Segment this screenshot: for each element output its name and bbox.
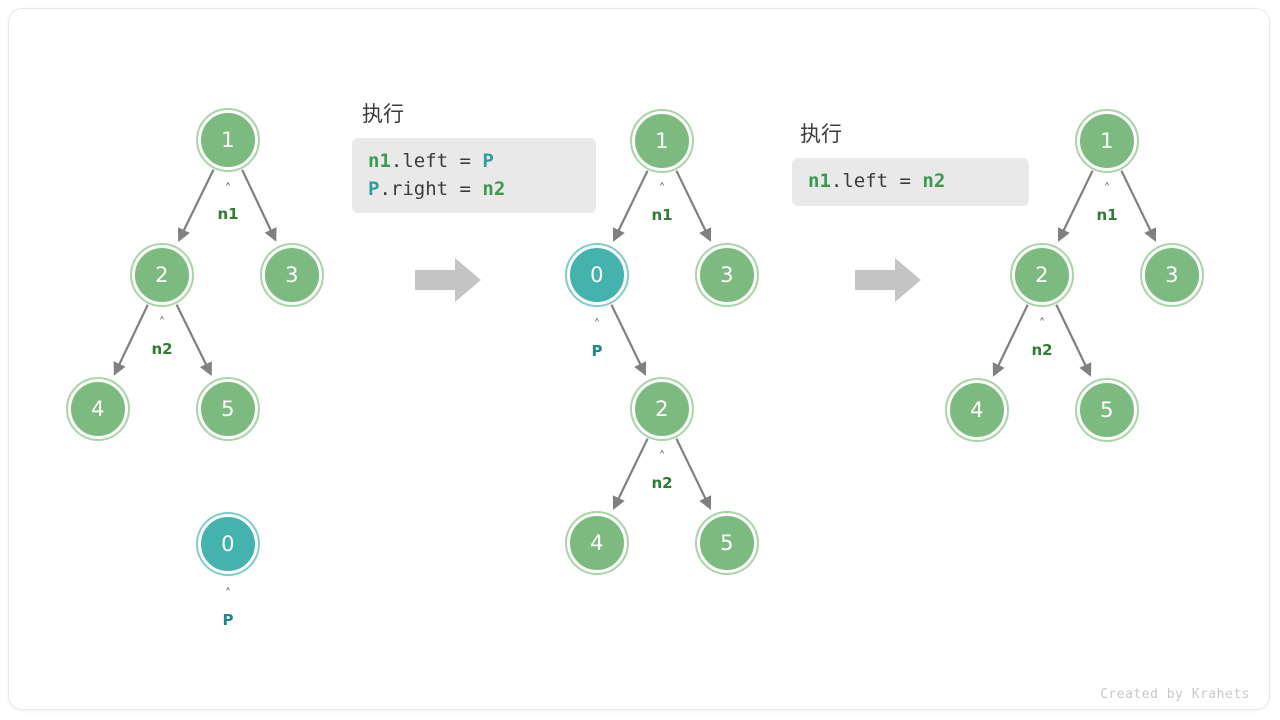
pointer-label-P: P <box>222 611 234 629</box>
tree-edge <box>1055 304 1092 377</box>
step-arrows <box>415 258 921 302</box>
tree-node-4: 4 <box>565 511 629 575</box>
step-arrow-icon <box>415 258 481 302</box>
pointer-label-P: P <box>591 342 603 360</box>
tree-node-2: 2 <box>1010 243 1074 307</box>
code-line: n1.left = n2 <box>808 168 1013 196</box>
tree-node-5: 5 <box>695 511 759 575</box>
pointer-caret-icon: ˄ <box>1038 317 1046 332</box>
pointer-label-n1: n1 <box>651 206 673 224</box>
tree-edge <box>175 304 212 376</box>
tree-edges <box>113 169 1157 510</box>
code-token: P <box>368 177 380 200</box>
tree-node-3: 3 <box>1140 243 1204 307</box>
tree-node-2: 2 <box>630 377 694 441</box>
tree-edge <box>610 304 647 376</box>
tree-edge <box>612 438 649 510</box>
tree-node-2: 2 <box>130 243 194 307</box>
tree-edge <box>675 438 712 510</box>
pointer-caret-icon: ˄ <box>158 316 166 331</box>
step-title-2: 执行 <box>800 122 842 146</box>
tree-edge <box>1057 170 1094 242</box>
code-token: .left = <box>390 150 483 172</box>
tree-edge <box>1120 170 1157 242</box>
code-token: n2 <box>922 170 946 192</box>
pointer-label-n1: n1 <box>217 205 239 223</box>
step-arrow-icon <box>855 258 921 302</box>
tree-node-4: 4 <box>66 377 130 441</box>
pointer-caret-icon: ˄ <box>658 182 666 197</box>
code-token: .left = <box>830 170 923 192</box>
step-title-1: 执行 <box>362 102 404 126</box>
tree-node-5: 5 <box>1075 378 1139 442</box>
pointer-label-n1: n1 <box>1096 206 1118 224</box>
pointer-caret-icon: ˄ <box>1103 182 1111 197</box>
code-token: n2 <box>482 177 506 200</box>
tree-node-5: 5 <box>196 377 260 441</box>
tree-edge <box>612 170 649 242</box>
tree-edge <box>992 304 1029 377</box>
tree-edge <box>178 169 215 242</box>
code-token: .right = <box>379 177 483 200</box>
pointer-caret-icon: ˄ <box>658 450 666 465</box>
code-block-2: n1.left = n2 <box>792 158 1029 206</box>
tree-edge <box>241 169 277 242</box>
pointer-caret-icon: ˄ <box>224 587 232 602</box>
pointer-caret-icon: ˄ <box>593 318 601 333</box>
tree-node-0: 0 <box>565 243 629 307</box>
code-token: n1 <box>368 150 391 172</box>
tree-node-1: 1 <box>1075 109 1139 173</box>
pointer-caret-icon: ˄ <box>224 182 232 197</box>
pointer-label-n2: n2 <box>651 474 673 492</box>
code-token: n1 <box>808 170 831 192</box>
pointer-label-n2: n2 <box>1031 341 1053 359</box>
tree-node-3: 3 <box>260 243 324 307</box>
tree-node-3: 3 <box>695 243 759 307</box>
code-token: P <box>482 150 494 172</box>
footer-credit: Created by Krahets <box>1100 687 1250 702</box>
tree-node-4: 4 <box>945 378 1009 442</box>
tree-edge <box>113 304 149 376</box>
tree-node-1: 1 <box>630 109 694 173</box>
tree-edge <box>675 170 712 242</box>
tree-node-0: 0 <box>196 512 260 576</box>
code-line: P.right = n2 <box>368 176 580 204</box>
pointer-label-n2: n2 <box>151 340 173 358</box>
tree-node-1: 1 <box>196 108 260 172</box>
code-line: n1.left = P <box>368 148 580 176</box>
